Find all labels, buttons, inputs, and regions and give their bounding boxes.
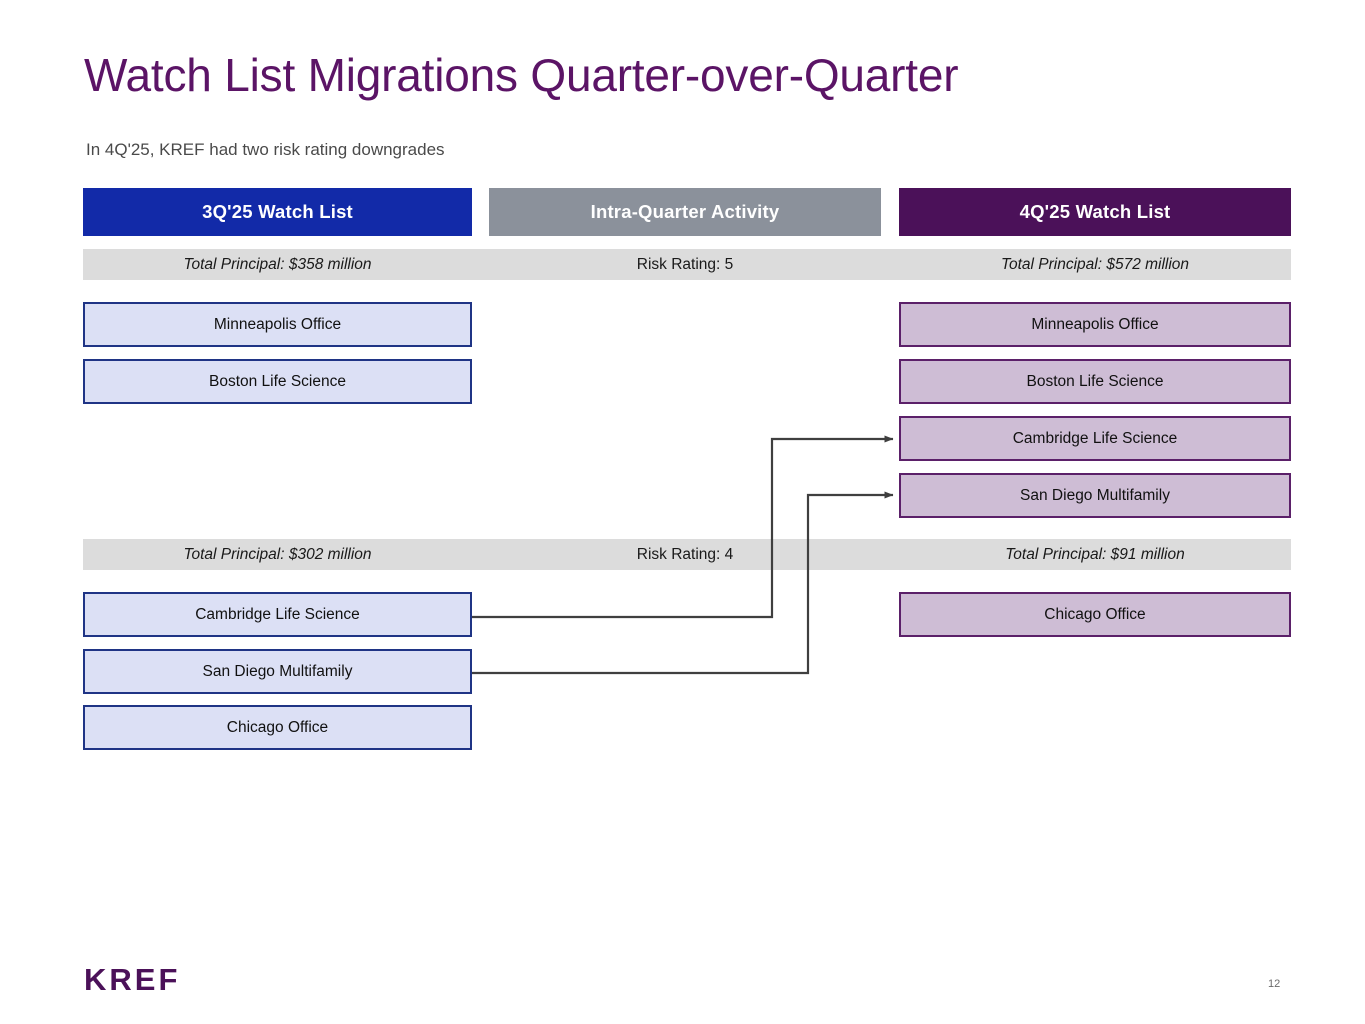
column-header-current-quarter: 4Q'25 Watch List bbox=[899, 188, 1291, 236]
connector-san-diego-multifamily bbox=[472, 491, 894, 675]
band-total-principal-left-rr5: Total Principal: $358 million bbox=[183, 255, 372, 273]
band-risk-rating-label-rr4: Risk Rating: 4 bbox=[636, 545, 734, 563]
list-item-current-rr5-1[interactable]: Boston Life Science bbox=[899, 359, 1291, 404]
list-item-current-rr5-3[interactable]: San Diego Multifamily bbox=[899, 473, 1291, 518]
list-item-current-rr4-0[interactable]: Chicago Office bbox=[899, 592, 1291, 637]
band-risk-rating-label-rr5: Risk Rating: 5 bbox=[636, 255, 734, 273]
band-total-principal-right-rr5: Total Principal: $572 million bbox=[1000, 255, 1190, 273]
list-item-prior-rr4-2[interactable]: Chicago Office bbox=[83, 705, 472, 750]
kref-logo: KREF bbox=[84, 962, 181, 997]
list-item-prior-rr5-0[interactable]: Minneapolis Office bbox=[83, 302, 472, 347]
page-subtitle: In 4Q'25, KREF had two risk rating downg… bbox=[86, 140, 445, 159]
section-band-risk-rating-5: Total Principal: $358 million Risk Ratin… bbox=[83, 249, 1291, 280]
band-total-principal-left-rr4: Total Principal: $302 million bbox=[183, 545, 372, 563]
band-total-principal-right-rr4: Total Principal: $91 million bbox=[1005, 545, 1185, 563]
page-title: Watch List Migrations Quarter-over-Quart… bbox=[84, 49, 959, 101]
section-band-risk-rating-4: Total Principal: $302 million Risk Ratin… bbox=[83, 539, 1291, 570]
column-header-intra-quarter-activity: Intra-Quarter Activity bbox=[489, 188, 881, 236]
connector-cambridge-life-science bbox=[472, 435, 894, 619]
page-number: 12 bbox=[1268, 978, 1281, 990]
list-item-prior-rr4-1[interactable]: San Diego Multifamily bbox=[83, 649, 472, 694]
list-item-prior-rr4-0[interactable]: Cambridge Life Science bbox=[83, 592, 472, 637]
column-header-prior-quarter: 3Q'25 Watch List bbox=[83, 188, 472, 236]
list-item-current-rr5-0[interactable]: Minneapolis Office bbox=[899, 302, 1291, 347]
list-item-prior-rr5-1[interactable]: Boston Life Science bbox=[83, 359, 472, 404]
list-item-current-rr5-2[interactable]: Cambridge Life Science bbox=[899, 416, 1291, 461]
